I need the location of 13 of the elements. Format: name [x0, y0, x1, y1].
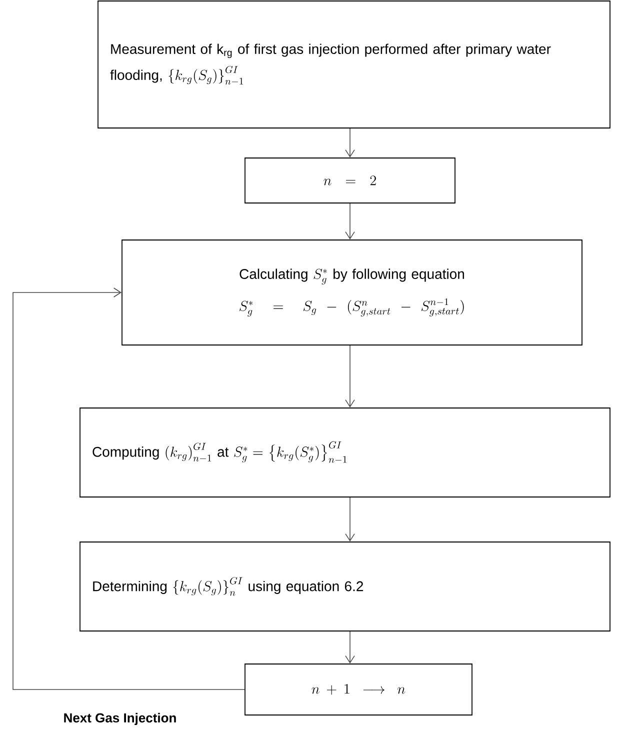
arrow: [345, 497, 355, 542]
arrow: [12, 288, 245, 690]
arrow: [345, 203, 355, 240]
process-box: Calculating $S_g^{*}$ by following equation $S_g^{*} = S_g - (S_{g,start}^{n} - S_{g,start}^{n-1})$: [122, 240, 582, 346]
edge-label: Next Gas Injection: [62, 712, 178, 726]
process-box: Determining $\left\{k_{rg}(S_g)\right\}_{n}^{GI}$ using equation 6.2: [80, 542, 610, 632]
arrow: [345, 345, 355, 408]
process-box: $n + 1 \longrightarrow n$: [244, 664, 472, 716]
process-box: Computing $\left(k_{rg}\right)_{n-1}^{GI}$ at $S_g^{*} =$ $\left\{k_{rg}(S_g^{*})\right\}_{n-1}^{GI}$: [80, 408, 610, 498]
arrow: [345, 631, 355, 664]
process-box: Measurement of k$_{rg}$ of first gas injection performed after primary water flooding, $\left\{k_{rg}(S_g)\right\}_{n-1}^{GI}$: [98, 0, 610, 128]
process-box: $n = 2$: [244, 158, 456, 204]
arrow: [345, 128, 355, 158]
